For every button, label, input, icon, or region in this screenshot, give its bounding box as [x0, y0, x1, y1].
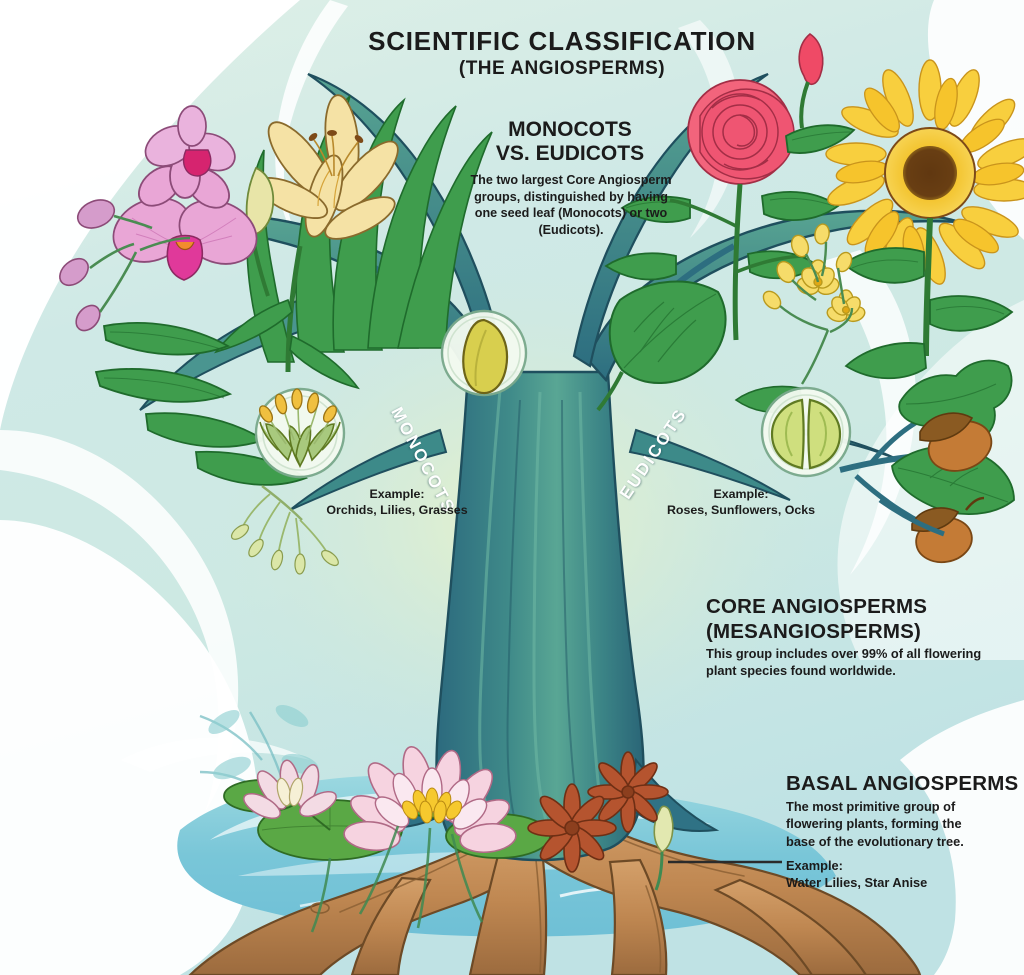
diagram-eudicot-seed: [760, 386, 852, 478]
water-lily-bud: [653, 805, 674, 854]
basal-angiosperms-title: BASAL ANGIOSPERMS: [786, 772, 1019, 795]
eudicot-leaf: [596, 280, 727, 412]
orchid-flower: [59, 105, 308, 486]
eudicot-example-heading: Example:: [713, 487, 769, 501]
monocots-vs-eudicots-title-line2: VS. EUDICOTS: [495, 142, 645, 166]
basal-example-items: Water Lilies, Star Anise: [786, 875, 928, 891]
lily-stamens: [308, 130, 364, 177]
monocot-example-items: Orchids, Lilies, Grasses: [326, 503, 468, 518]
eudicot-example-items: Roses, Sunflowers, Ocks: [666, 503, 816, 518]
basal-angiosperms-example: Example: Water Lilies, Star Anise: [786, 857, 966, 892]
basal-angiosperms-body: The most primitive group of flowering pl…: [786, 799, 964, 849]
grass-inflorescence: [230, 485, 339, 575]
basal-example-heading: Example:: [786, 858, 843, 873]
diagram-monocot-seed: [440, 309, 528, 397]
tree-roots: [188, 798, 922, 975]
water-lily-small: [243, 759, 337, 820]
eudicot-example: Example: Roses, Sunflowers, Ocks: [662, 486, 820, 519]
star-anise-group: [527, 751, 669, 873]
monocot-example: Example: Orchids, Lilies, Grasses: [322, 486, 472, 519]
monocots-vs-eudicots-body: The two largest Core Angiosperm groups, …: [470, 173, 672, 238]
core-angiosperms-body: This group includes over 99% of all flow…: [706, 646, 982, 679]
page-subtitle: (THE ANGIOSPERMS): [458, 58, 666, 79]
core-angiosperms-title-line2: (MESANGIOSPERMS): [706, 619, 922, 643]
diagram-grass-flower: [254, 387, 346, 479]
water-lily: [343, 745, 517, 854]
monocots-vs-eudicots-title-line1: MONOCOTS: [508, 118, 632, 141]
page-title: SCIENTIFIC CLASSIFICATION: [368, 26, 756, 56]
core-angiosperms-title-line1: CORE ANGIOSPERMS: [706, 595, 928, 618]
sunflower: [825, 59, 1024, 380]
core-angiosperms-title: CORE ANGIOSPERMS (MESANGIOSPERMS): [706, 595, 1006, 644]
oak-branch: [839, 359, 1015, 564]
sunflower-petals: [825, 59, 1024, 285]
water-lily-group: [223, 745, 674, 933]
monocots-vs-eudicots-title: MONOCOTS VS. EUDICOTS: [470, 118, 670, 167]
monocot-example-heading: Example:: [369, 487, 425, 501]
lily-flower: [213, 94, 399, 390]
